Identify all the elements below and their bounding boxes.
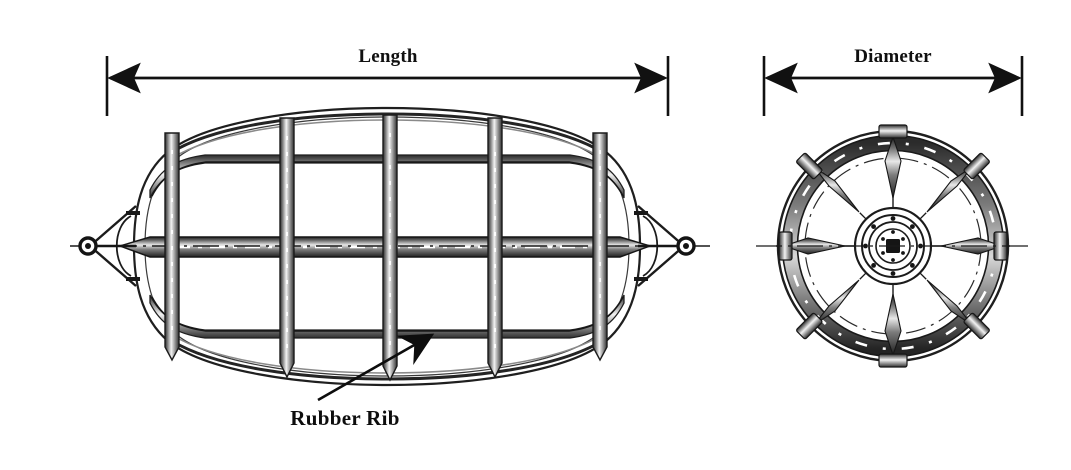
radial-rib-270deg [878,246,908,368]
end-fitting-left-eye-pin [85,243,91,249]
radial-rib-90deg [878,124,908,246]
diameter-dimension: Diameter [762,46,1024,116]
radial-rib-135deg [796,152,894,247]
radial-rib-45deg [892,152,990,247]
diameter-dimension-label: Diameter [854,46,932,67]
vertical-rib-bar-body [487,117,503,379]
rib-bottom-outer [171,339,603,381]
end-fitting-right [634,205,696,287]
end-fitting-left [78,205,140,287]
hub-inner-bolt-pattern [881,230,905,262]
vertical-rib-bar-5 [592,132,608,362]
vertical-rib-bar-1 [164,132,180,362]
radial-rib-315deg [892,245,990,340]
end-view [756,124,1030,368]
vertical-rib-bar-4 [487,117,503,379]
end-view-radial-ribs [776,124,1010,368]
end-fitting-right-eye-pin [683,243,689,249]
length-dimension: Length [105,46,670,116]
rib-top-outer [171,112,603,154]
vertical-rib-bar-2 [279,117,295,379]
length-dimension-label: Length [358,46,418,67]
vertical-rib-bars [164,114,608,382]
vertical-rib-bar-body [279,117,295,379]
rubber-rib-annotation: Rubber Rib [290,333,435,430]
hub-ring-3 [868,221,918,271]
rubber-rib-leader-line [317,333,435,402]
radial-rib-225deg [796,245,894,340]
rubber-rib-label: Rubber Rib [290,406,399,430]
vertical-rib-bar-3 [382,114,398,382]
side-elevation-view [70,106,710,387]
hub-ring-4 [875,228,911,264]
